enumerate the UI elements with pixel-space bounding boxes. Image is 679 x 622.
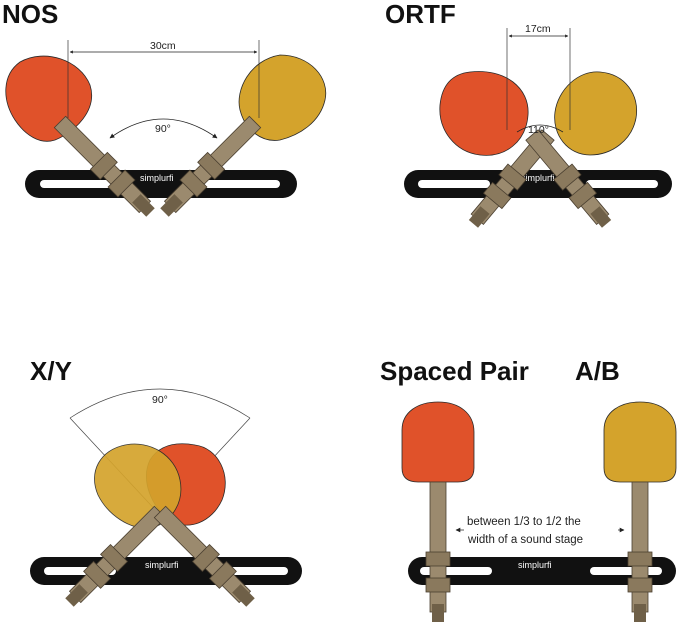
nos-bar-slot-left — [40, 180, 120, 188]
xy-angle-arc — [69, 388, 251, 419]
ab-note-backdrop — [464, 513, 618, 547]
nos-distance-label: 30cm — [150, 40, 176, 52]
ab-title-ab: A/B — [575, 356, 620, 386]
xy-brand-label: simplurfi — [145, 560, 179, 570]
ortf-right-mic — [525, 129, 612, 228]
nos-angle-arc — [109, 118, 218, 139]
nos-angle-label: 90° — [155, 123, 171, 135]
ortf-stereo-bar — [404, 170, 672, 198]
ab-left-pickup-pattern — [401, 401, 475, 483]
nos-left-pickup-pattern — [5, 55, 92, 142]
ab-note-line1: between 1/3 to 1/2 the — [467, 516, 581, 528]
ab-bar-slot-right — [590, 567, 662, 575]
ab-note-line2: width of a sound stage — [467, 534, 583, 546]
nos-right-pickup-pattern — [238, 54, 327, 141]
ab-brand-label: simplurfi — [518, 560, 552, 570]
ortf-bar-slot-right — [586, 180, 658, 188]
nos-left-mic — [53, 115, 155, 217]
ortf-left-pickup-pattern — [439, 71, 529, 156]
ortf-left-mic — [468, 129, 555, 228]
ab-left-mic — [425, 481, 451, 622]
ortf-right-pickup-pattern — [554, 71, 638, 156]
ab-panel: Spaced Pair A/B simplurfi between 1/3 to… — [380, 356, 677, 622]
ab-right-mic — [627, 481, 653, 622]
nos-stereo-bar — [25, 170, 297, 198]
ortf-angle-label: 110° — [528, 124, 549, 136]
xy-left-mic — [65, 505, 167, 607]
nos-right-mic — [160, 115, 262, 217]
ortf-angle-arc — [516, 124, 564, 133]
nos-bar-slot-right — [200, 180, 280, 188]
xy-panel: X/Y 90° simplurfi — [30, 356, 302, 607]
ortf-distance-label: 17cm — [525, 23, 551, 35]
ortf-panel: ORTF simplurfi 17cm 110° — [385, 0, 672, 228]
xy-title: X/Y — [30, 356, 72, 386]
nos-title: NOS — [2, 0, 58, 29]
ab-right-pickup-pattern — [603, 401, 677, 483]
nos-panel: NOS simplurfi 30cm 90° — [2, 0, 327, 217]
ab-stereo-bar — [408, 557, 676, 585]
ortf-bar-slot-left — [418, 180, 490, 188]
nos-brand-label: simplurfi — [140, 173, 174, 183]
xy-angle-label: 90° — [152, 394, 168, 406]
ab-title-spaced-pair: Spaced Pair — [380, 356, 529, 386]
ortf-title: ORTF — [385, 0, 456, 29]
xy-right-mic — [153, 505, 255, 607]
ortf-brand-label: simplurfi — [521, 173, 555, 183]
